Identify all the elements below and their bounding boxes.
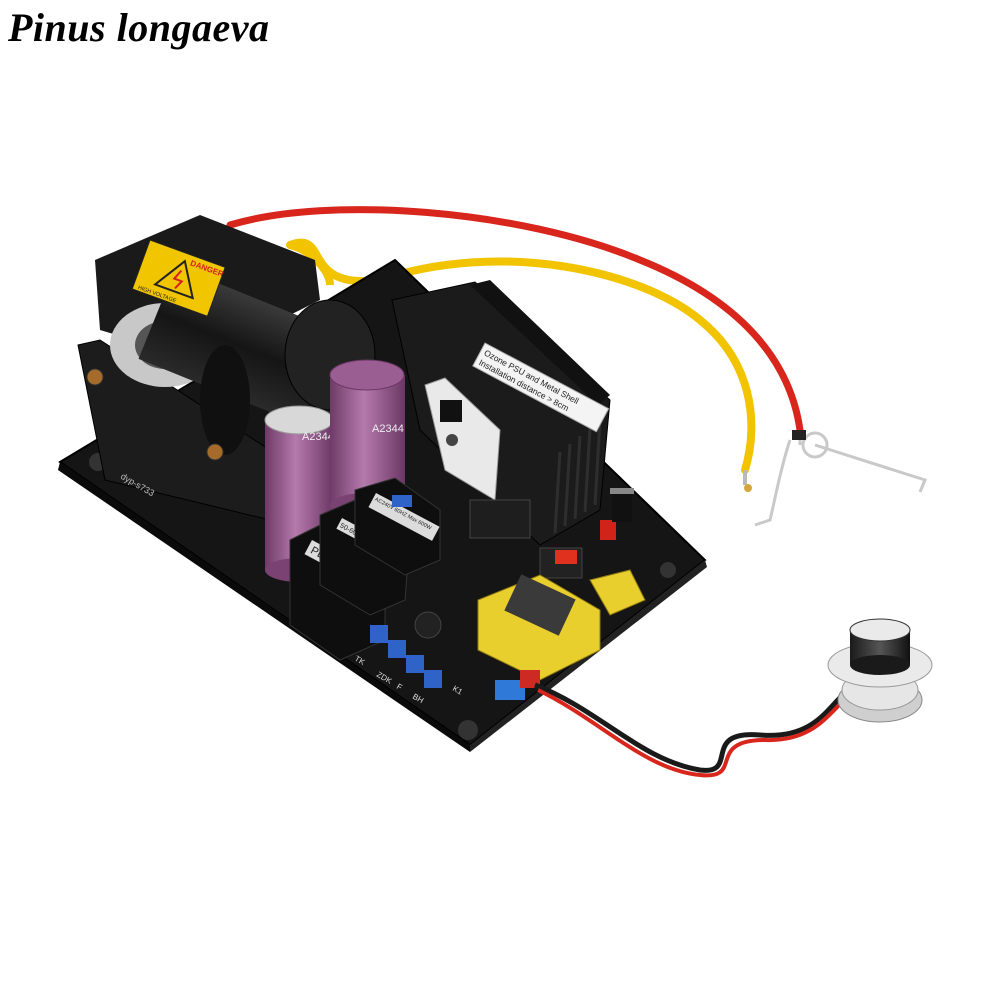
- speed-control-knob-icon: [827, 618, 933, 723]
- danger-sticker: DANGER HIGH VOLTAGE: [131, 239, 226, 317]
- watermark-text: Pinus longaeva: [8, 5, 270, 50]
- capacitor-marking-1: A2344: [302, 431, 334, 443]
- silk-label-f: F: [395, 682, 404, 692]
- trimmer-pots: [370, 495, 442, 688]
- module-block-3: AC240V 60HZ Max 600W: [354, 477, 441, 576]
- yellow-wire-stub: [288, 241, 334, 286]
- heatsink: [391, 281, 611, 546]
- capacitor-marking-2: A2344: [372, 423, 404, 435]
- electrode-hook-icon: [754, 430, 802, 527]
- cooling-fan: [470, 280, 610, 405]
- control-cable: [534, 682, 852, 773]
- small-transformer: [477, 569, 646, 681]
- silk-label-k1: K1: [451, 684, 464, 697]
- red-output-wire: [226, 206, 804, 434]
